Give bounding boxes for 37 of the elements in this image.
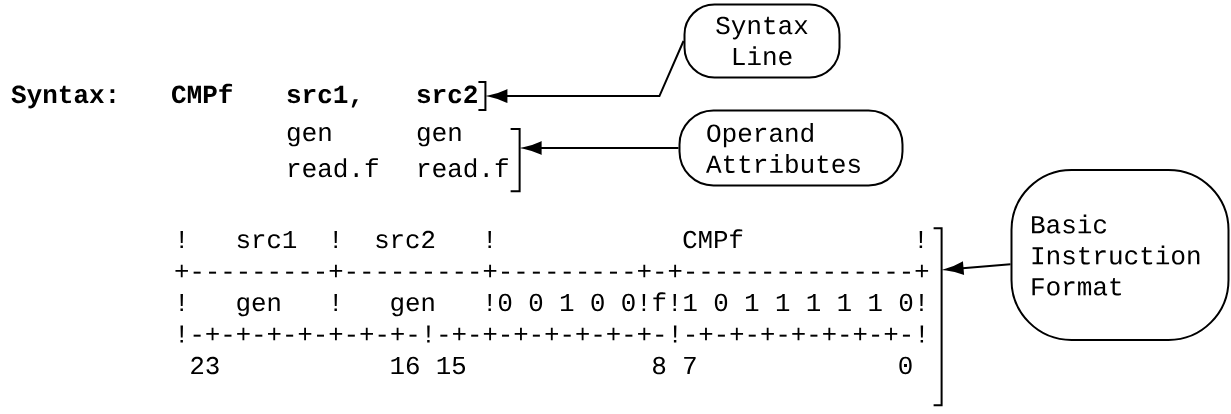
node-label: gen	[417, 127, 461, 147]
node-label: !	[919, 231, 923, 248]
node-label: gen	[237, 297, 280, 317]
node-label: CMPf	[172, 83, 233, 104]
node-label: !	[180, 231, 183, 248]
callout-bubble: Operand Attributes	[678, 109, 904, 187]
bit-format-table: ! src1 ! src2 ! CMPf ! +---------+---------+---------+-+---------------+ ! gen ! gen !0 0 1 0 0!f!1 0 1 1 1 1 1 0! !-+-+-+-+-+-+-+-!-+-+-+-+-+-+-+-!-+-+-+-+-+-+-+-! 23 16 15 8 7 0	[175, 229, 929, 375]
node-label: Syntax:	[11, 85, 115, 109]
node-label: !	[180, 294, 183, 311]
arrow	[945, 261, 1012, 275]
node-label: 0	[899, 356, 912, 375]
arrow	[489, 40, 685, 103]
node-label: src1,	[287, 85, 358, 108]
node-label: !	[488, 231, 491, 248]
node-label: 15	[437, 357, 466, 375]
node-label: gen	[391, 297, 434, 317]
node-label: !-+-+-+-+-+-+-+-!-+-+-+-+-+-+-+-!-+-+-+-+-+-+-+-!	[180, 325, 924, 343]
node-label: src2	[376, 230, 435, 249]
node-label: !	[334, 231, 337, 248]
node-label: read.f	[419, 158, 508, 178]
node-label: gen	[287, 127, 331, 147]
node-label: read.f	[289, 158, 378, 178]
callout-bubble: Syntax Line	[683, 3, 841, 79]
code-line: Syntax: CMPf src1, src2	[11, 83, 477, 109]
node-label: 7	[684, 357, 696, 374]
node-label: 23	[191, 356, 219, 375]
node-label: 16	[391, 356, 419, 375]
node-label: !	[334, 294, 337, 311]
node-label: src1	[237, 231, 297, 249]
node-label: 8	[653, 356, 666, 375]
arrow	[523, 141, 680, 155]
node-label: CMPf	[683, 229, 743, 249]
node-label: !0 0 1 0 0!f!1 0 1 1 1 1 1 0!	[488, 292, 923, 312]
attribute-text: gen gen read.f read.f	[287, 127, 508, 178]
callout-bubble: Basic Instruction Format	[1010, 169, 1230, 341]
node-label: +---------+---------+---------+-+---------------+	[175, 264, 929, 278]
node-label: src2	[417, 85, 477, 104]
